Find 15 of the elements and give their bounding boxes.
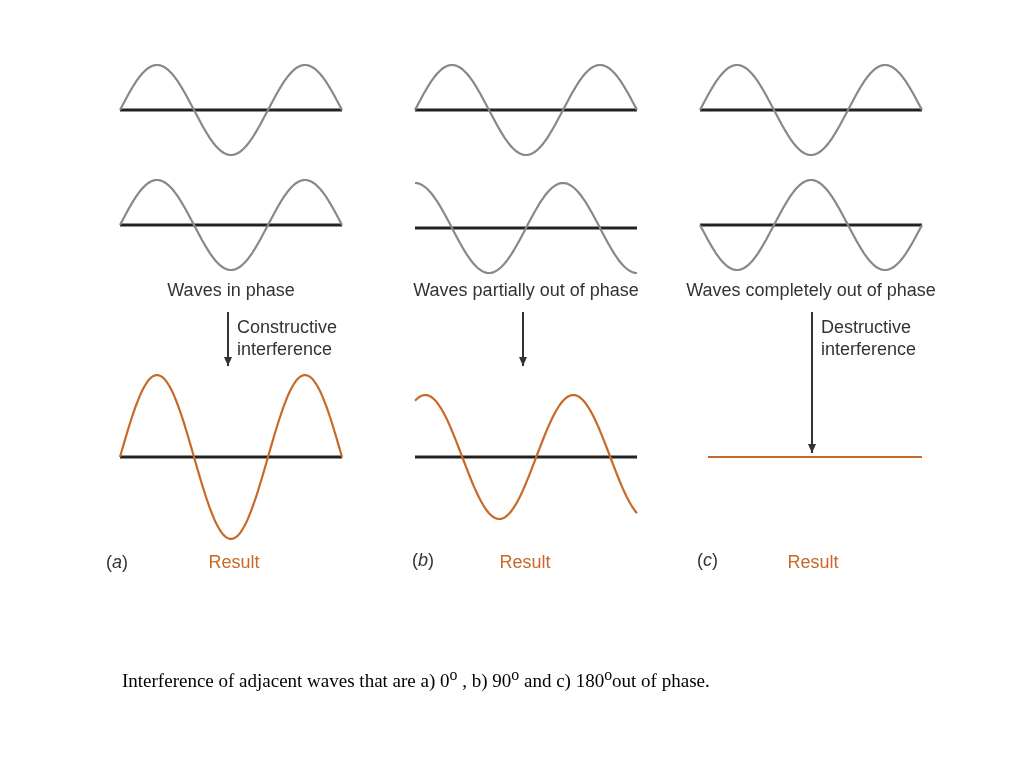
caption-text: Waves completely out of phase [670,280,952,304]
panel-letter: (a) [106,552,128,573]
arrow [808,311,816,454]
figure-caption: Interference of adjacent waves that are a) 0$^{o}$ , b) 90$^{o}$ and c) 180$^{o}$out of phase. [122,666,710,693]
result-label: Result [786,552,840,573]
caption-text: Waves partially out of phase [395,280,657,304]
panel-letter: (c) [697,550,718,571]
arrow [519,311,527,367]
edge-label: Destructive interference [821,316,918,360]
edge-label: Constructive interference [237,316,339,360]
arrow [224,311,232,367]
panel-letter: (b) [412,550,434,571]
caption-text: Waves in phase [120,280,342,304]
result-label: Result [207,552,261,573]
result-label: Result [498,552,552,573]
